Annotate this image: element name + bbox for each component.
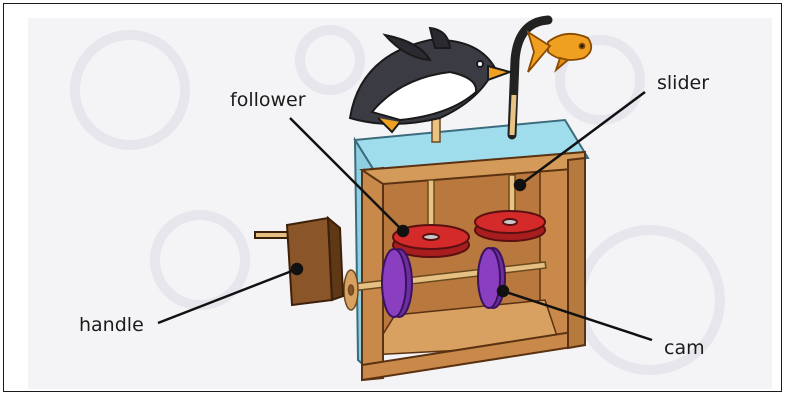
label-handle: handle xyxy=(79,314,144,336)
leader-lines xyxy=(157,90,653,342)
handle-block xyxy=(254,215,345,307)
penguin-illustration xyxy=(348,26,514,134)
fish-illustration xyxy=(526,29,593,73)
follower-leader xyxy=(289,117,404,232)
label-slider: slider xyxy=(657,72,710,94)
handle-leader xyxy=(157,267,298,325)
slider-leader xyxy=(519,90,646,187)
cams xyxy=(381,247,506,318)
follower-disks xyxy=(392,210,546,258)
axle-washer xyxy=(343,269,359,311)
label-follower: follower xyxy=(230,89,306,111)
label-cam: cam xyxy=(664,337,705,359)
cam-leader xyxy=(502,289,653,342)
